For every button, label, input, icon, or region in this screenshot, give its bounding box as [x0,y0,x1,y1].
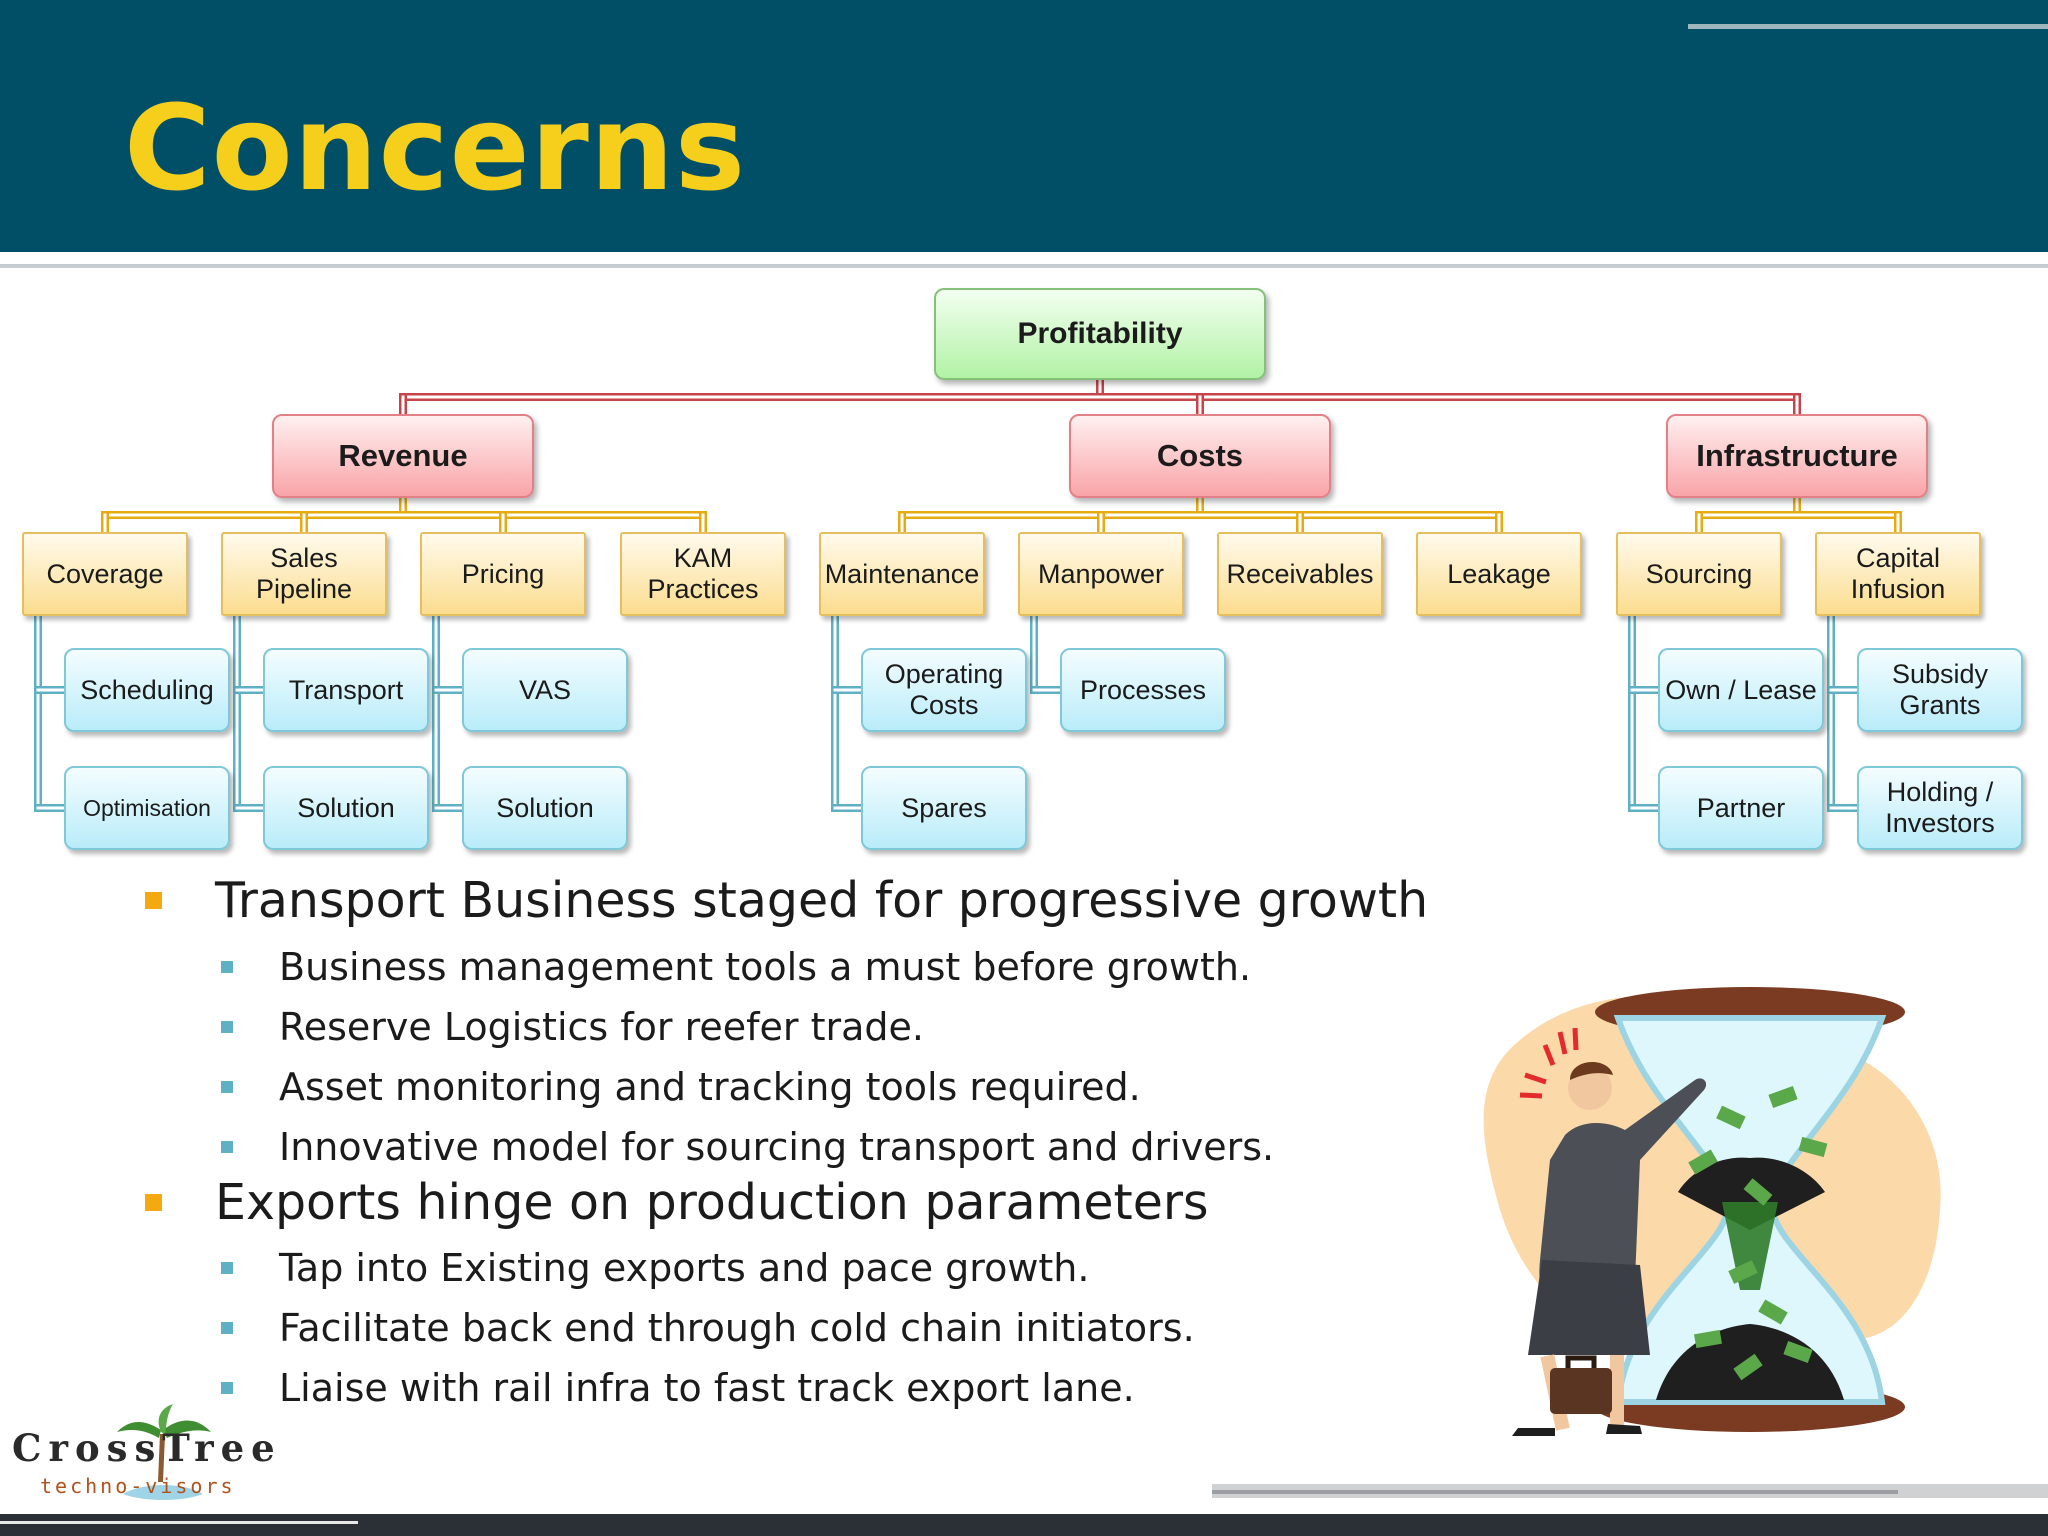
node-receivables: Receivables [1217,532,1383,616]
bullet-secondary: Reserve Logistics for reefer trade. [221,1000,924,1054]
square-bullet-icon [221,961,233,973]
bullet-primary: Exports hinge on production parameters [145,1170,1209,1234]
node-processes: Processes [1060,648,1226,732]
bullet-text: Business management tools a must before … [279,945,1252,989]
footer-highlight-line [0,1521,358,1524]
node-transport: Transport [263,648,429,732]
square-bullet-icon [221,1322,233,1334]
square-bullet-icon [221,1081,233,1093]
node-kam-practices: KAM Practices [620,532,786,616]
businesswoman-pushing-hourglass-money-icon [1483,987,1941,1436]
bullet-secondary: Business management tools a must before … [221,940,1251,994]
square-bullet-icon [145,891,162,909]
bullet-text: Liaise with rail infra to fast track exp… [279,1366,1135,1410]
bullet-primary: Transport Business staged for progressiv… [145,868,1428,932]
node-operating-costs: Operating Costs [861,648,1027,732]
node-optimisation: Optimisation [64,766,230,850]
bullet-text: Facilitate back end through cold chain i… [279,1306,1195,1350]
crosstree-logo: CrossTree techno-visors [8,1404,278,1518]
node-coverage: Coverage [22,532,188,616]
footer-bar [0,1514,2048,1536]
palm-tree-icon [117,1404,211,1500]
node-infrastructure: Infrastructure [1666,414,1928,498]
node-solution-pricing: Solution [462,766,628,850]
node-sales-pipeline: Sales Pipeline [221,532,387,616]
node-spares: Spares [861,766,1027,850]
slide-header: Concerns [0,0,2048,252]
node-vas: VAS [462,648,628,732]
bullet-text: Exports hinge on production parameters [215,1173,1209,1231]
node-solution-sales: Solution [263,766,429,850]
node-scheduling: Scheduling [64,648,230,732]
bullet-text: Innovative model for sourcing transport … [279,1125,1275,1169]
node-revenue: Revenue [272,414,534,498]
footer-accent-line [1212,1490,1898,1494]
square-bullet-icon [221,1382,233,1394]
header-divider [0,264,2048,268]
logo-name: CrossTree [12,1426,282,1470]
node-costs: Costs [1069,414,1331,498]
square-bullet-icon [145,1193,162,1211]
header-accent-line [1688,24,2048,29]
page-title: Concerns [124,79,747,217]
node-capital-infusion: Capital Infusion [1815,532,1981,616]
bullet-secondary: Facilitate back end through cold chain i… [221,1301,1195,1355]
org-chart-connectors [34,376,1902,812]
node-profitability: Profitability [934,288,1266,380]
bullet-text: Transport Business staged for progressiv… [215,871,1429,929]
node-holding-investors: Holding / Investors [1857,766,2023,850]
node-own-lease: Own / Lease [1658,648,1824,732]
square-bullet-icon [221,1262,233,1274]
square-bullet-icon [221,1021,233,1033]
node-pricing: Pricing [420,532,586,616]
node-leakage: Leakage [1416,532,1582,616]
node-subsidy-grants: Subsidy Grants [1857,648,2023,732]
bullet-secondary: Tap into Existing exports and pace growt… [221,1241,1089,1295]
node-maintenance: Maintenance [819,532,985,616]
logo-tagline: techno-visors [40,1474,236,1498]
square-bullet-icon [221,1141,233,1153]
bullet-secondary: Asset monitoring and tracking tools requ… [221,1060,1141,1114]
bullet-text: Tap into Existing exports and pace growt… [279,1246,1090,1290]
bullet-secondary: Innovative model for sourcing transport … [221,1120,1274,1174]
node-partner: Partner [1658,766,1824,850]
bullet-text: Asset monitoring and tracking tools requ… [279,1065,1141,1109]
node-sourcing: Sourcing [1616,532,1782,616]
node-manpower: Manpower [1018,532,1184,616]
bullet-secondary: Liaise with rail infra to fast track exp… [221,1361,1135,1415]
bullet-text: Reserve Logistics for reefer trade. [279,1005,924,1049]
